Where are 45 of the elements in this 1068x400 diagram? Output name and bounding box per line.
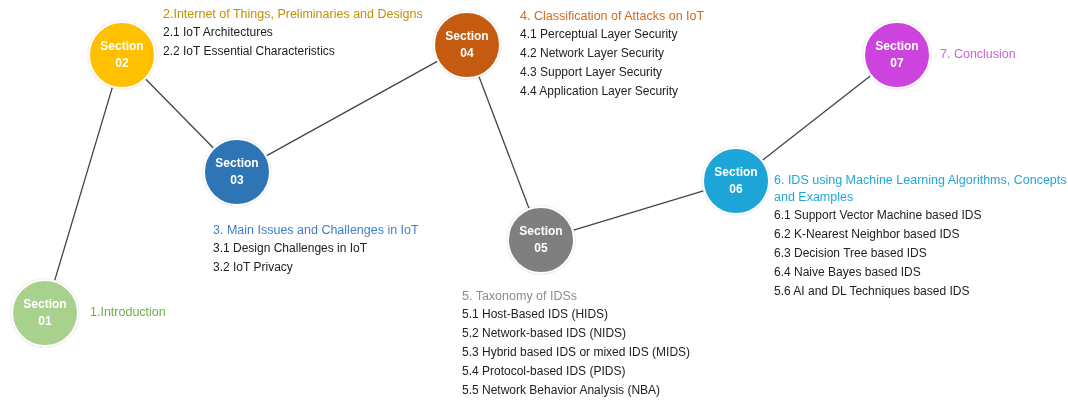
section-heading: 3. Main Issues and Challenges in IoT (213, 222, 419, 239)
connector-line (478, 76, 530, 209)
subsection-item: 6.1 Support Vector Machine based IDS (774, 207, 983, 224)
subsection-item: 4.2 Network Layer Security (520, 45, 666, 62)
section-circle (203, 138, 271, 206)
section-label: Section 03 (214, 155, 260, 189)
connector-line (145, 78, 214, 149)
subsection-item: 4.3 Support Layer Security (520, 64, 664, 81)
section-label: Section 05 (518, 223, 564, 257)
connector-line (572, 190, 705, 231)
subsection-item: 2.1 IoT Architectures (163, 24, 274, 41)
section-label: Section 04 (444, 28, 490, 62)
connector-line (266, 60, 438, 157)
section-circle (11, 279, 79, 347)
subsection-item: 5.3 Hybrid based IDS or mixed IDS (MIDS) (462, 344, 691, 361)
section-circle (507, 206, 575, 274)
subsection-item: 6.4 Naive Bayes based IDS (774, 264, 922, 281)
subsection-item: 4.1 Perceptual Layer Security (520, 26, 679, 43)
section-heading: 7. Conclusion (940, 46, 1016, 63)
section-circle (702, 147, 770, 215)
section-heading: 2.Internet of Things, Preliminaries and Designs (163, 6, 423, 23)
subsection-item: 5.6 AI and DL Techniques based IDS (774, 283, 971, 300)
connector-line (762, 75, 871, 161)
subsection-item: 2.2 IoT Essential Characteristics (163, 43, 336, 60)
subsection-item: 5.1 Host-Based IDS (HIDS) (462, 306, 610, 323)
connector-line (54, 86, 113, 282)
section-circle (433, 11, 501, 79)
section-label: Section 01 (22, 296, 68, 330)
subsection-item: 3.1 Design Challenges in IoT (213, 240, 369, 257)
section-circle (863, 21, 931, 89)
section-label: Section 07 (874, 38, 920, 72)
section-heading: 6. IDS using Machine Learning Algorithms, Concepts and Examples (774, 172, 1068, 206)
section-label: Section 06 (713, 164, 759, 198)
subsection-item: 3.2 IoT Privacy (213, 259, 294, 276)
subsection-item: 5.5 Network Behavior Analysis (NBA) (462, 382, 662, 399)
section-circle (88, 21, 156, 89)
subsection-item: 5.4 Protocol-based IDS (PIDS) (462, 363, 627, 380)
section-heading: 1.Introduction (90, 304, 166, 321)
subsection-item: 5.2 Network-based IDS (NIDS) (462, 325, 628, 342)
subsection-item: 4.4 Application Layer Security (520, 83, 680, 100)
section-label: Section 02 (99, 38, 145, 72)
section-heading: 5. Taxonomy of IDSs (462, 288, 579, 305)
subsection-item: 6.3 Decision Tree based IDS (774, 245, 928, 262)
section-heading: 4. Classification of Attacks on IoT (520, 8, 705, 25)
subsection-item: 6.2 K-Nearest Neighbor based IDS (774, 226, 961, 243)
